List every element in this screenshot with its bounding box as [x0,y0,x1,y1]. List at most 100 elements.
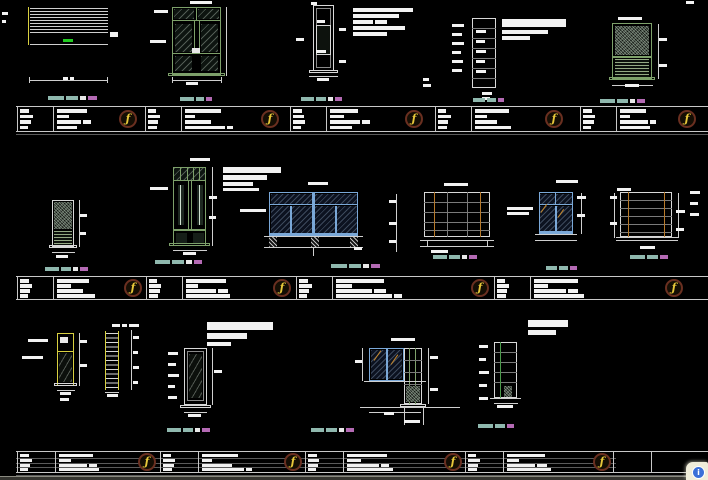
cad-line [169,243,210,246]
strip-value-text [89,463,97,467]
info-icon[interactable]: i [692,466,705,479]
redacted-text [690,213,699,216]
cad-line [193,233,204,243]
redacted-text [339,28,346,31]
strip-column-divider [343,451,344,472]
strip-label-text [497,289,507,293]
cad-line [290,206,292,233]
stamp-glyph: ƒ [290,455,296,468]
redacted-text [659,64,667,67]
strip-value-text [336,284,352,288]
redacted-text [207,322,273,330]
drawing-label-text [206,97,212,101]
redacted-text [353,32,387,36]
cad-line [189,354,202,398]
cad-line [472,18,496,88]
cad-line [404,407,405,425]
redacted-text [63,77,68,80]
strip-label-text [20,284,32,288]
cad-line [118,331,119,390]
strip-label-text [20,453,29,457]
strip-value-text [347,458,361,462]
stamp-glyph: ƒ [144,455,150,468]
redacted-text [497,405,513,408]
window-edge-band [0,477,708,480]
stamp-glyph: ƒ [551,112,557,125]
drawing-label-text [316,97,326,101]
strip-column-divider [651,451,652,472]
cad-line [312,206,315,233]
strip-divider [613,451,614,472]
strip-label-text [299,284,312,288]
strip-row-line [16,467,616,468]
cad-line [612,56,652,58]
redacted-text [479,371,489,374]
drawing-label-text [473,98,485,102]
redacted-text [502,30,548,34]
strip-label-text [293,114,304,118]
cad-line [168,73,225,76]
info-overlay-button[interactable]: i [686,462,708,480]
cad-line [184,348,207,405]
cad-line [494,342,517,398]
strip-border [16,475,708,476]
cad-line [180,167,181,180]
strip-label-text [438,120,448,124]
cad-line [309,70,338,73]
cad-line [212,348,213,405]
strip-column-divider [326,106,327,131]
strip-label-text [299,279,308,283]
cad-line [420,246,494,247]
cad-line [172,53,221,54]
strip-value-text [507,453,545,457]
strip-column-divider [53,276,54,299]
strip-value-text [336,289,372,293]
drawing-label-text [478,424,493,428]
cad-line [335,206,337,233]
redacted-text [150,40,166,43]
redacted-text [452,42,464,45]
cad-line [490,398,521,399]
redacted-text [618,17,642,20]
cad-line [555,206,557,231]
cad-line [628,192,629,237]
strip-label-text [299,294,307,298]
strip-divider [17,451,18,472]
drawing-label-text [647,255,658,259]
cad-line [49,245,77,248]
strip-value-text [246,468,252,471]
cad-line [30,23,108,24]
strip-border [16,134,708,135]
strip-value-text [475,114,487,118]
strip-value-text [568,289,578,293]
strip-row-line [16,457,616,459]
cad-line [106,333,118,389]
strip-value-text [620,109,646,113]
cad-line [312,192,315,206]
strip-value-text [362,120,370,124]
drawing-label-text [570,266,577,270]
strip-value-text [57,125,77,129]
drawing-label-text [349,264,361,268]
cad-line [535,240,577,241]
drawing-label-text [155,260,170,264]
cad-line [212,167,213,246]
redacted-text [190,158,210,161]
redacted-text [317,78,329,81]
strip-value-text [336,279,384,283]
strip-value-text [185,120,211,124]
cad-line [174,168,205,180]
strip-value-text [330,114,344,118]
redacted-text [112,324,120,327]
redacted-text [375,20,387,24]
strip-divider [145,106,146,131]
cad-line [494,372,517,373]
cad-line [30,11,108,12]
redacted-text [476,70,486,73]
drawing-label-text [630,99,635,103]
redacted-text [389,200,396,203]
redacted-text [190,1,212,4]
stamp-logo: ƒ [444,452,462,471]
redacted-text [129,324,139,327]
strip-label-text [149,294,158,298]
